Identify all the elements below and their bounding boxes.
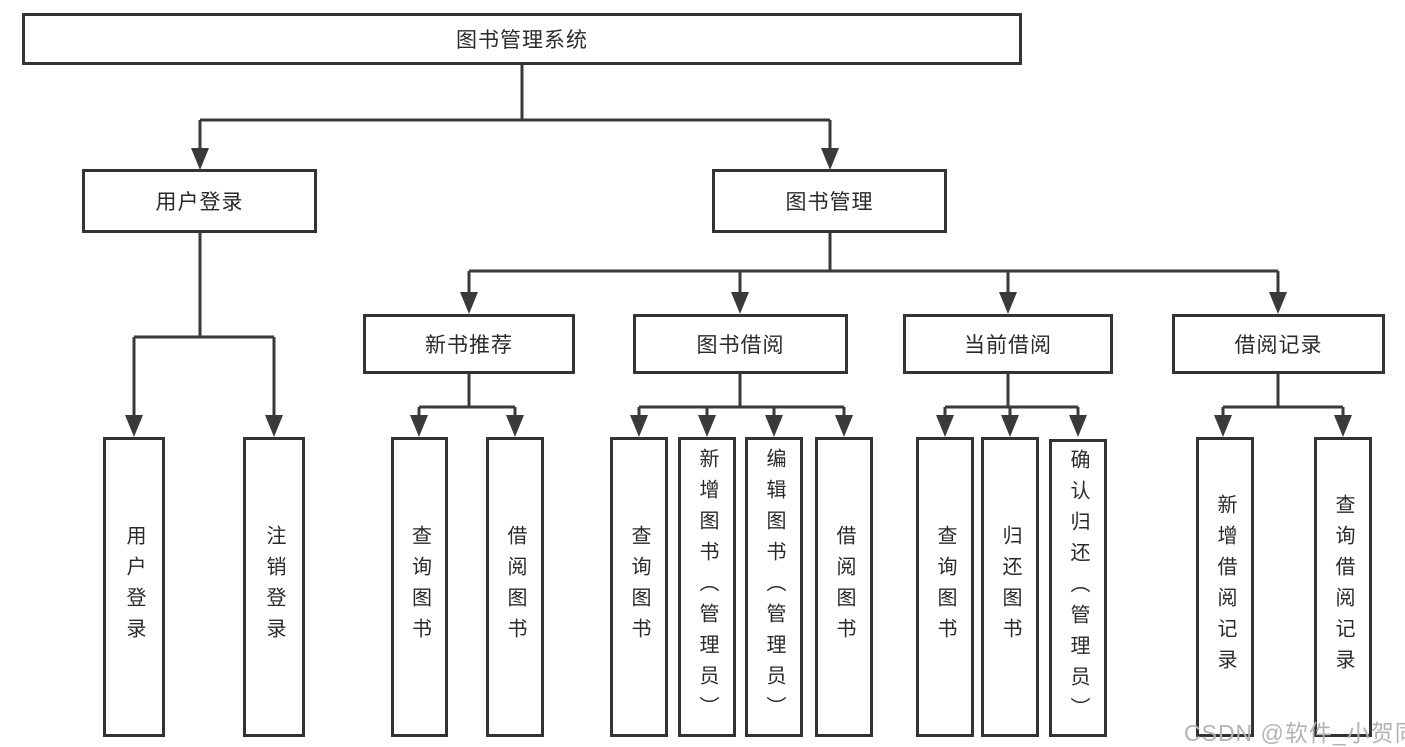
node-borrow-records: 借阅记录: [1172, 314, 1385, 374]
node-user-login-label: 用户登录: [155, 191, 244, 214]
leaf-current-confirm-return-admin-label: 确认归还（管理员）: [1067, 448, 1089, 728]
leaf-newbook-borrow-books-label: 借阅图书: [504, 525, 526, 649]
leaf-current-return-books-label: 归还图书: [999, 525, 1021, 649]
node-book-management-label: 图书管理: [785, 191, 874, 214]
leaf-records-query-record-label: 查询借阅记录: [1332, 494, 1354, 680]
leaf-logout-label: 注销登录: [263, 525, 285, 649]
leaf-borrow-add-books-admin: 新增图书（管理员）: [678, 437, 736, 737]
leaf-current-query-books-label: 查询图书: [934, 525, 956, 649]
node-book-borrow: 图书借阅: [633, 314, 848, 374]
leaf-user-login-label: 用户登录: [123, 525, 145, 649]
leaf-current-query-books: 查询图书: [916, 437, 974, 737]
leaf-newbook-borrow-books: 借阅图书: [486, 437, 544, 737]
node-system-root: 图书管理系统: [22, 13, 1022, 65]
leaf-newbook-query-books: 查询图书: [391, 437, 448, 737]
leaf-records-add-record: 新增借阅记录: [1196, 437, 1254, 737]
node-current-borrow: 当前借阅: [903, 314, 1113, 374]
leaf-logout: 注销登录: [243, 437, 305, 737]
leaf-user-login: 用户登录: [103, 437, 165, 737]
node-book-borrow-label: 图书借阅: [696, 334, 785, 357]
leaf-newbook-query-books-label: 查询图书: [408, 525, 431, 649]
leaf-current-return-books: 归还图书: [981, 437, 1039, 737]
leaf-borrow-query-books-label: 查询图书: [628, 525, 650, 649]
leaf-borrow-borrow-books: 借阅图书: [815, 437, 873, 737]
leaf-borrow-query-books: 查询图书: [610, 437, 668, 737]
node-new-book-recommend: 新书推荐: [363, 314, 575, 374]
node-new-book-recommend-label: 新书推荐: [425, 334, 513, 357]
node-borrow-records-label: 借阅记录: [1234, 334, 1323, 357]
leaf-borrow-edit-books-admin: 编辑图书（管理员）: [745, 437, 803, 737]
node-user-login: 用户登录: [82, 169, 317, 233]
leaf-borrow-add-books-admin-label: 新增图书（管理员）: [696, 447, 718, 727]
node-system-root-label: 图书管理系统: [456, 29, 588, 52]
leaf-borrow-borrow-books-label: 借阅图书: [833, 525, 855, 649]
leaf-borrow-edit-books-admin-label: 编辑图书（管理员）: [763, 447, 785, 727]
leaf-records-add-record-label: 新增借阅记录: [1214, 494, 1236, 680]
leaf-records-query-record: 查询借阅记录: [1314, 437, 1372, 737]
node-book-management: 图书管理: [712, 169, 947, 233]
csdn-watermark: CSDN @软件_小贺同学: [1184, 720, 1405, 746]
node-current-borrow-label: 当前借阅: [964, 334, 1052, 357]
leaf-current-confirm-return-admin: 确认归还（管理员）: [1049, 439, 1107, 737]
